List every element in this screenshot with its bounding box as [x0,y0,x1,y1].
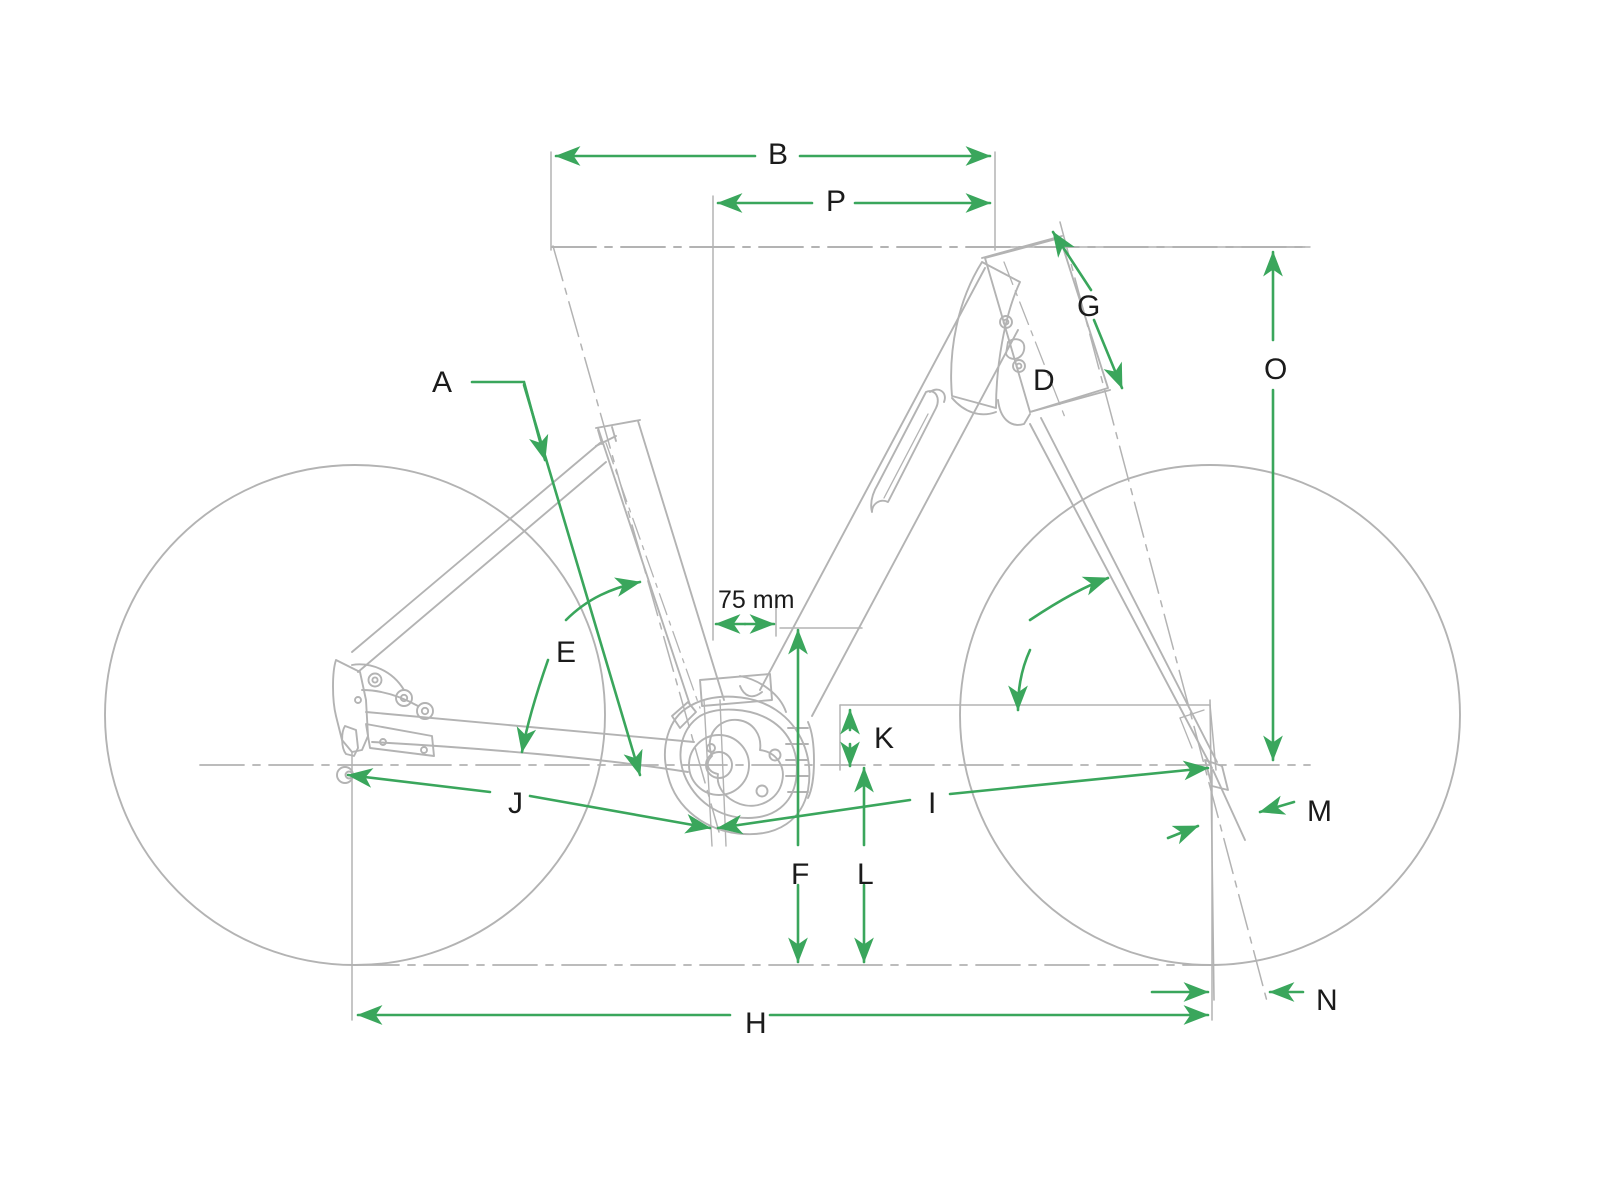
rear-pivot-a [367,672,383,688]
dimension-annotations [346,146,1305,1025]
motor-housing-inner [679,708,798,819]
dimension-label-G: G [1077,290,1101,323]
dropout-slot [341,725,359,757]
dim-I-left [716,798,912,835]
rocker-link-2 [361,689,419,707]
dimension-label-P: P [826,185,847,218]
seat-stay-lower [357,461,607,673]
chainring-outline [706,719,784,807]
dimension-label-A: A [432,366,453,399]
reach-box-right [1209,704,1217,771]
dim-J-left [346,768,492,794]
rear-plate-hole-3 [420,746,428,754]
down-tube-to-bb [739,685,763,698]
bb-spindle-outer [688,734,750,796]
right-angle-mark [1179,717,1193,749]
seat-tube-top-cap [595,419,641,429]
dim-M-leader [1258,795,1296,815]
dim-I-right [948,760,1210,796]
seat-clamp-a [597,429,603,445]
dimension-label-E: E [556,636,577,669]
chainstay-bottom [371,741,689,773]
head-slot [1005,338,1026,360]
head-bolt-1 [999,315,1013,329]
dimension-label-F: F [791,858,810,891]
dimension-label-M: M [1307,795,1332,828]
head-tube-axis [1059,221,1269,1006]
dim-G-up [1051,230,1093,292]
dimension-label-B: B [768,138,789,171]
seat-tube-axis [552,245,720,833]
seat-stay-join [595,435,617,447]
rear-dropout-plate [332,659,369,753]
bb-spindle-inner [705,751,733,779]
fork-blade-front [1040,417,1218,763]
head-tube-axis-dash [1003,261,1067,421]
rear-pivot-a-in [371,676,379,684]
bicycle-outline-drawing [104,151,1461,1021]
dimension-label-D: D [1033,364,1055,397]
head-bolt-2 [1012,359,1026,373]
head-tube-top-edge [981,235,1063,259]
motor-curve-arm [739,675,787,713]
rear-plate-hole-1 [354,696,362,704]
down-tube-battery-slot [870,390,939,513]
dim-E-up [564,577,642,622]
dimension-label-H: H [745,1007,767,1040]
dimension-label-N: N [1316,984,1338,1017]
dimension-label-J: J [508,787,523,820]
fork-crown-notch [997,399,1031,426]
fork-lower-tip [1212,769,1246,841]
dim-G-down [1092,318,1124,390]
right-angle-mark2 [1179,709,1205,719]
motor-housing-outer [664,695,811,836]
rocker-link-1 [351,663,405,691]
head-tube-outer-left [950,261,1021,409]
fork-leg [1029,423,1213,769]
motor-top-bracket [699,673,773,707]
down-tube-lower [811,329,1019,717]
chainstay-plate [365,723,435,757]
dimension-label-I: I [928,787,937,820]
note-75mm: 75 mm [718,586,795,614]
dim-E-down [516,658,550,754]
rear-pivot-c-in [420,706,430,716]
seat-tube-left [597,427,691,706]
fork-dropout [1204,759,1229,791]
fork-blade-back [1018,430,1196,770]
dimension-label-O: O [1264,353,1288,386]
rear-pivot-b [395,689,413,707]
battery-latch [929,388,946,403]
seat-post-line [605,442,701,709]
fork-crown-lower [951,397,997,416]
head-bolt-2-in [1015,362,1023,370]
down-tube-upper [759,267,986,691]
motor-rear-bracket [671,701,697,729]
seat-tube-right [637,420,725,701]
dim-M-small [1166,824,1200,845]
motor-bolt-2 [755,784,769,798]
dim-J-right [528,794,712,834]
dim-A-long [522,383,643,777]
motor-bolt-1 [768,748,782,762]
battery-edge [883,413,929,499]
rear-pivot-c [416,702,434,720]
head-bolt-1-in [1002,318,1010,326]
dim-D-up [1028,576,1110,622]
head-tube-bot-edge [1029,389,1111,413]
fin-side [807,721,815,799]
dimension-label-K: K [874,722,895,755]
dimension-label-L: L [857,858,874,891]
seat-stay-upper [351,442,601,653]
dim-D-down [1008,648,1032,712]
seat-clamp-b [611,426,617,442]
